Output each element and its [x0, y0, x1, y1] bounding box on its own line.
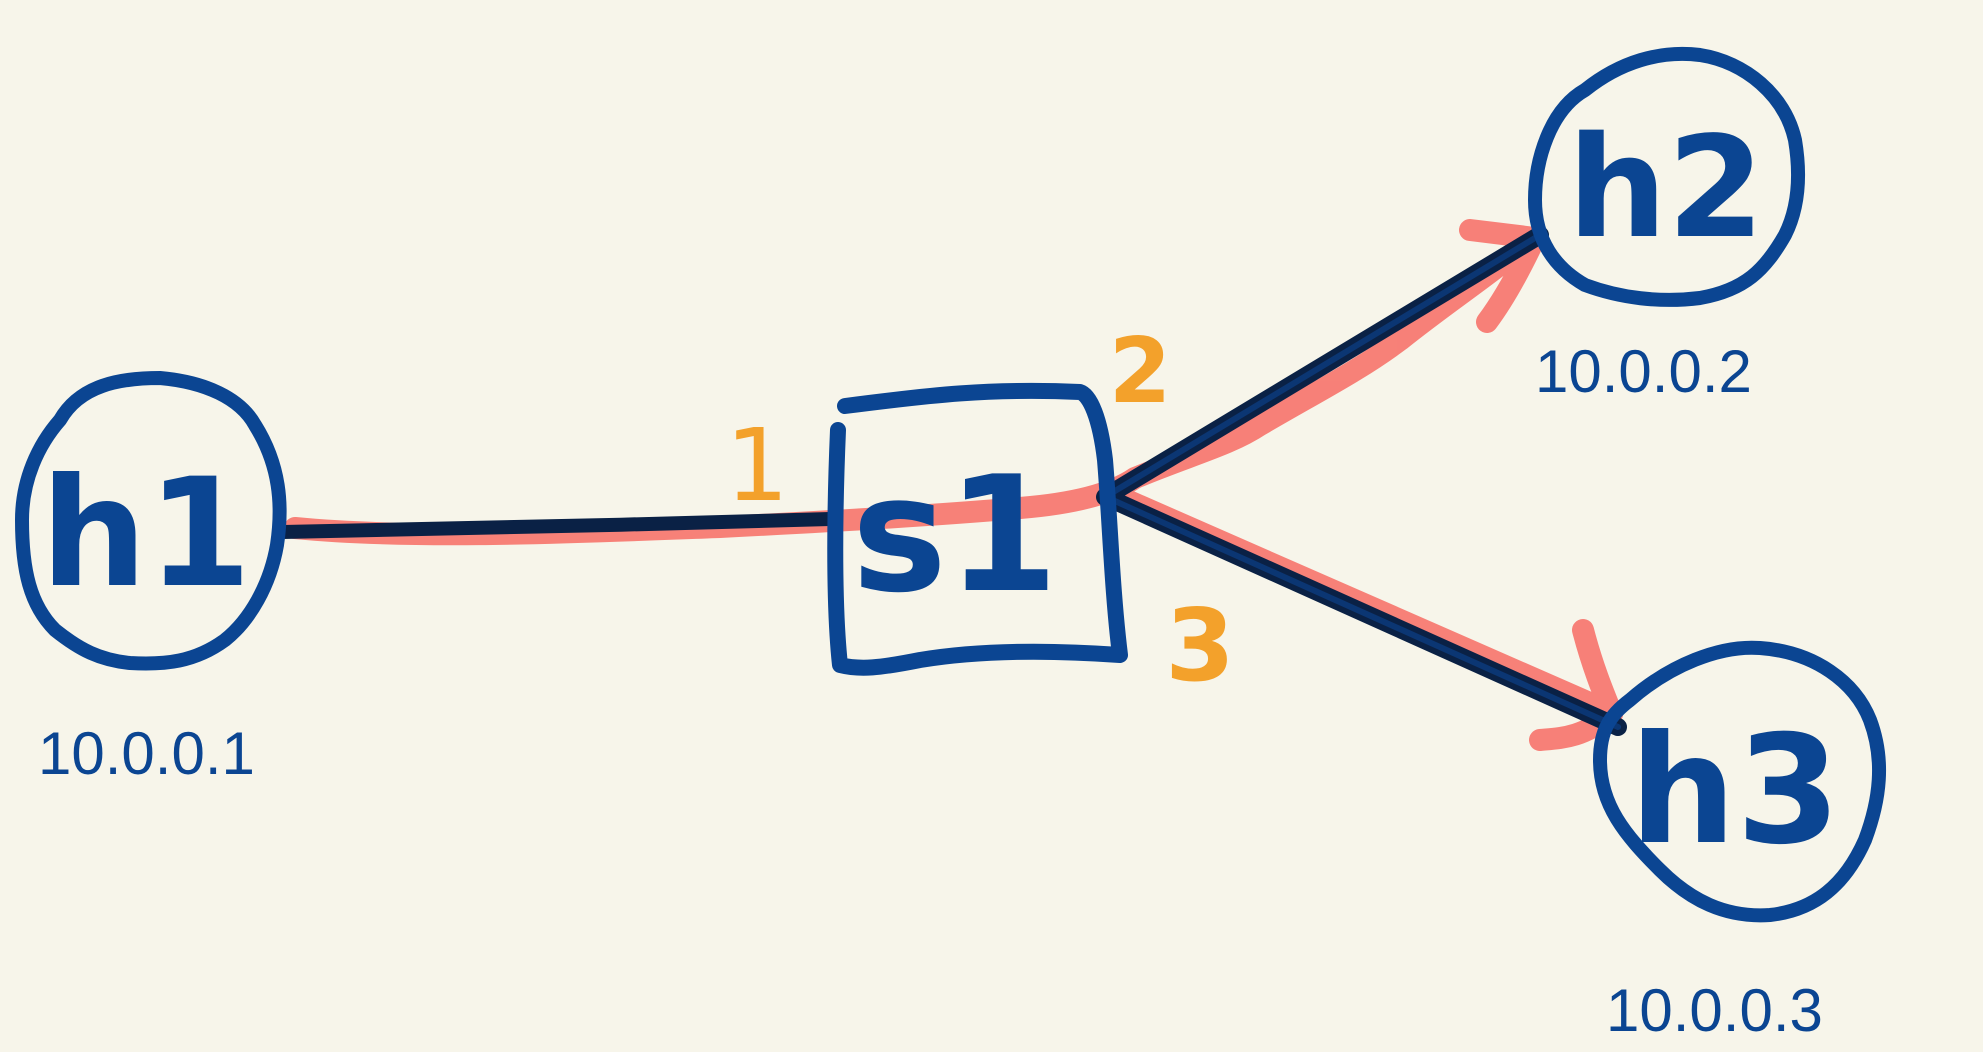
- port-labels: 1 2 3: [725, 319, 1235, 704]
- host-h1-circle: [15, 371, 287, 671]
- host-h2-label: h2: [1567, 107, 1764, 270]
- host-h1-label: h1: [40, 447, 251, 621]
- host-h1: h1 10.0.0.1: [15, 371, 287, 787]
- host-h2-ip: 10.0.0.2: [1535, 338, 1752, 405]
- host-h2-circle: [1528, 46, 1805, 307]
- port-label-2: 2: [1109, 319, 1172, 424]
- link-s1-h2-outline: [1102, 232, 1543, 500]
- host-h3-ip: 10.0.0.3: [1606, 977, 1823, 1044]
- host-h1-ip: 10.0.0.1: [38, 720, 255, 787]
- host-h3-circle: [1593, 640, 1887, 923]
- switch-s1-box: [827, 382, 1128, 676]
- host-h2: h2 10.0.0.2: [1528, 46, 1805, 405]
- port-label-3: 3: [1165, 587, 1235, 704]
- switch-s1: s1: [827, 382, 1128, 676]
- port-label-1: 1: [725, 407, 789, 524]
- host-h3: h3 10.0.0.3: [1593, 640, 1887, 1044]
- link-s1-h3-outline: [1103, 494, 1621, 730]
- links: [276, 226, 1627, 736]
- host-h3-label: h3: [1629, 704, 1840, 878]
- switch-s1-label: s1: [852, 441, 1059, 628]
- link-h1-s1: [276, 512, 837, 539]
